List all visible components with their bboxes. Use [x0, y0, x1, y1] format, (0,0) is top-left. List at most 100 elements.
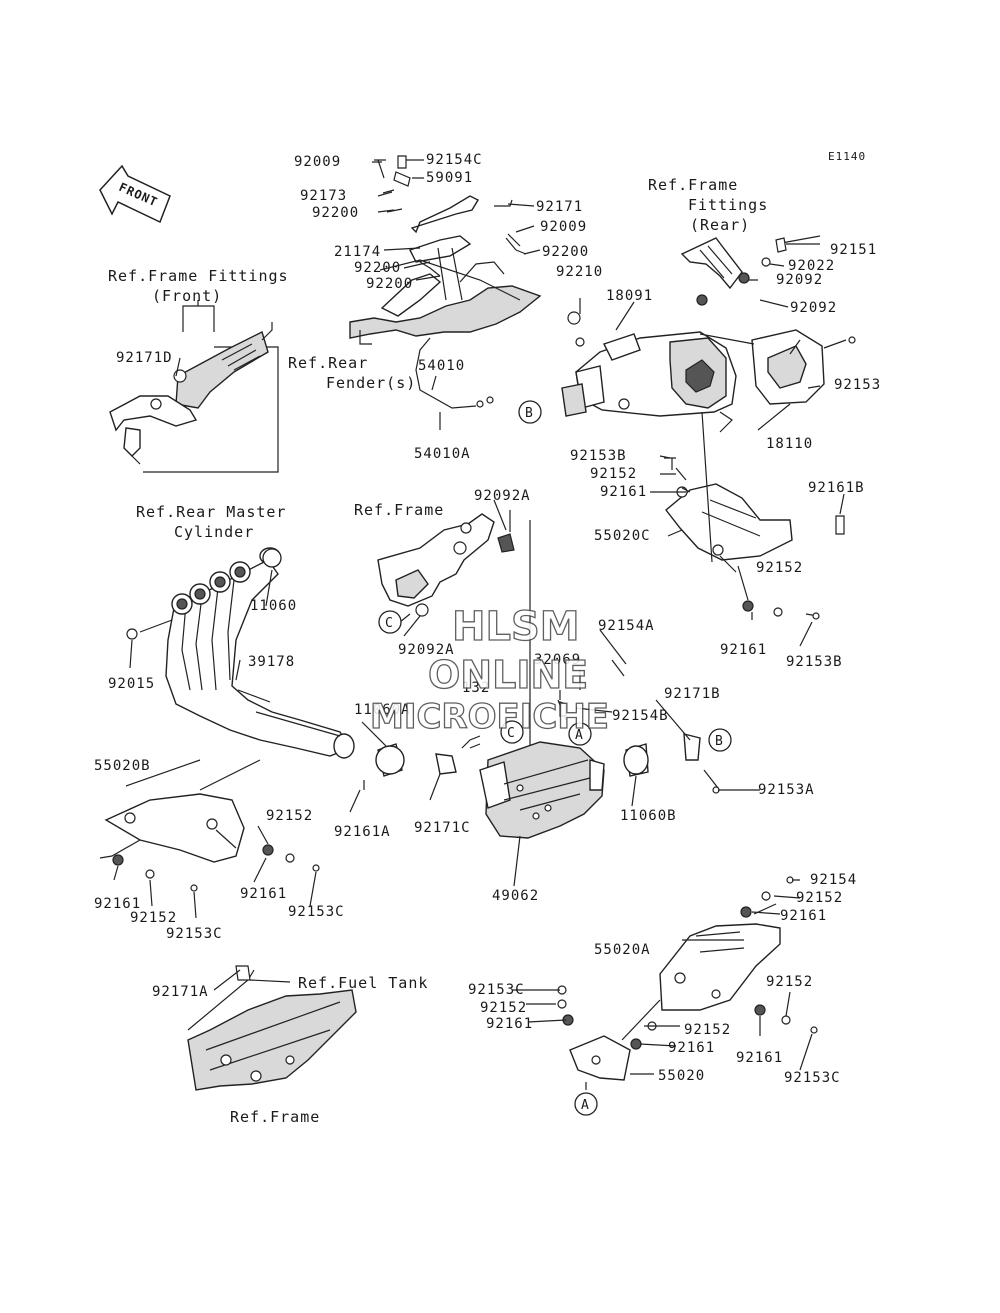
- ref-rear-fender-sub: Fender(s): [326, 374, 416, 392]
- watermark: HLSM ONLINE MICROFICHE: [369, 603, 609, 737]
- part-label: 92152: [480, 1000, 527, 1016]
- part-label: 92092: [790, 300, 837, 316]
- part-label: 92153C: [166, 926, 223, 942]
- watermark-line-1: HLSM: [452, 604, 580, 650]
- part-label: 55020B: [94, 758, 151, 774]
- part-label: 11060: [250, 598, 297, 614]
- part-label: 92153: [834, 377, 881, 393]
- part-label: 92161: [486, 1016, 533, 1032]
- watermark-line-2: ONLINE: [428, 653, 588, 697]
- part-label: 92200: [542, 244, 589, 260]
- ref-fuel-tank: Ref.Fuel Tank: [298, 974, 428, 992]
- callout-a-mid: [568, 722, 592, 746]
- part-label: 55020C: [594, 528, 651, 544]
- part-label: 92009: [294, 154, 341, 170]
- part-label: 92092: [776, 272, 823, 288]
- part-label: 21174: [334, 244, 381, 260]
- callout-a-mid-label: A: [575, 728, 583, 743]
- ref-frame-fittings-front-sub: (Front): [152, 287, 222, 305]
- part-label: 92161: [600, 484, 647, 500]
- callout-c-left-label: C: [385, 616, 393, 631]
- exhaust-chamber-49062: [461, 699, 605, 839]
- part-label: 92153B: [570, 448, 627, 464]
- part-label: 39178: [248, 654, 295, 670]
- part-label: 92153C: [288, 904, 345, 920]
- part-label: 92161: [94, 896, 141, 912]
- top-bracket-group: [349, 155, 542, 409]
- part-label: 92153A: [758, 782, 815, 798]
- part-label: 92210: [556, 264, 603, 280]
- ref-rear-master: Ref.Rear Master: [136, 503, 286, 521]
- part-label: 92152: [590, 466, 637, 482]
- part-label: 92092A: [474, 488, 531, 504]
- watermark-line-3: MICROFICHE: [370, 697, 609, 737]
- part-label: 92151: [830, 242, 877, 258]
- bottom-frame-group: [187, 965, 357, 1091]
- heat-shield-55020c: [664, 411, 845, 620]
- part-label: 92161A: [334, 824, 391, 840]
- callout-b-top-label: B: [525, 406, 533, 421]
- part-label: 92152: [756, 560, 803, 576]
- part-label: 92171: [536, 199, 583, 215]
- callout-a-bottom: [574, 1092, 598, 1116]
- heat-shield-55020b: [99, 793, 320, 892]
- ref-frame-fittings-front: Ref.Frame Fittings: [108, 267, 289, 285]
- part-label: 92154C: [426, 152, 483, 168]
- ref-frame-fittings-rear-sub2: (Rear): [690, 216, 750, 234]
- part-label: 92200: [312, 205, 359, 221]
- callout-b-right-label: B: [715, 734, 723, 749]
- part-label: 92171D: [116, 350, 173, 366]
- ref-frame-mid: Ref.Frame: [354, 501, 444, 519]
- muffler-group: [561, 311, 856, 433]
- part-label: 92009: [540, 219, 587, 235]
- frame-fittings-front-group: [109, 300, 279, 473]
- part-label: 92153C: [468, 982, 525, 998]
- ref-frame-fittings-rear: Ref.Frame: [648, 176, 738, 194]
- part-label: 92022: [788, 258, 835, 274]
- mid-frame-bracket: [377, 510, 531, 760]
- callout-c-mid-label: C: [507, 726, 515, 741]
- heat-shield-55020a: [557, 876, 818, 1081]
- part-label: 55020: [658, 1068, 705, 1084]
- part-label: 11060A: [354, 702, 411, 718]
- frame-fittings-rear-group: [680, 235, 821, 306]
- ref-rear-fender: Ref.Rear: [288, 354, 368, 372]
- part-label: 49062: [492, 888, 539, 904]
- part-label: 132: [462, 680, 490, 696]
- ref-rear-master-sub: Cylinder: [174, 523, 254, 541]
- callout-circles: B C C A B A: [262, 400, 732, 1116]
- callout-a-bottom-label: A: [581, 1098, 589, 1113]
- front-arrow-icon: FRONT: [99, 164, 171, 224]
- gasket-11060: [262, 548, 282, 568]
- reference-labels: Ref.Frame Fittings (Front) Ref.Rear Mast…: [108, 176, 767, 1126]
- part-label: 92161: [780, 908, 827, 924]
- callout-b-right: [708, 728, 732, 752]
- part-label: 92171B: [664, 686, 721, 702]
- callout-c-mid: [500, 720, 524, 744]
- part-label: 92171A: [152, 984, 209, 1000]
- part-label: 54010: [418, 358, 465, 374]
- part-number-labels: 92009 92154C 59091 92173 92200 92171 920…: [94, 152, 881, 1086]
- part-label: 54010A: [414, 446, 471, 462]
- part-label: 92154B: [612, 708, 669, 724]
- part-label: 92153C: [784, 1070, 841, 1086]
- gaskets-clamps: [375, 733, 720, 794]
- part-label: 92153B: [786, 654, 843, 670]
- callout-b-top: [518, 400, 542, 424]
- exhaust-header-39178: [126, 547, 365, 790]
- part-label: 92152: [684, 1022, 731, 1038]
- part-label: 92152: [796, 890, 843, 906]
- part-label: 92161: [240, 886, 287, 902]
- part-label: 92154A: [598, 618, 655, 634]
- part-label: 92161: [720, 642, 767, 658]
- part-label: 18110: [766, 436, 813, 452]
- part-label: 92152: [766, 974, 813, 990]
- part-label: 92161B: [808, 480, 865, 496]
- part-label: 32069: [534, 652, 581, 668]
- part-label: 92092A: [398, 642, 455, 658]
- part-label: 59091: [426, 170, 473, 186]
- callout-c-left: [378, 610, 402, 634]
- diagram-code: E1140: [828, 150, 866, 163]
